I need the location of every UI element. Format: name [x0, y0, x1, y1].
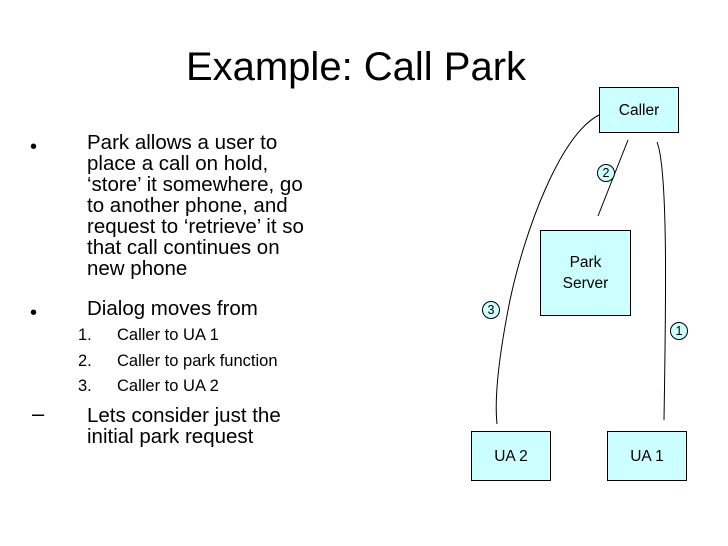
caller-node: Caller: [599, 87, 679, 133]
ua1-node: UA 1: [607, 431, 687, 481]
park-server-label-line2: Server: [562, 275, 609, 292]
step-1-label: 1: [675, 323, 683, 338]
connector-caller-to-ua2: [495, 114, 600, 425]
ua1-label: UA 1: [630, 447, 664, 465]
step-2-label: 2: [602, 165, 610, 180]
step-2-badge: 2: [597, 164, 615, 182]
caller-label: Caller: [618, 101, 660, 119]
slide-title: Example: Call Park: [0, 44, 720, 90]
step-3-label: 3: [487, 302, 495, 317]
park-server-label-line1: Park: [569, 254, 602, 271]
park-server-node: Park Server: [540, 230, 631, 316]
connector-caller-to-ua1: [656, 141, 667, 421]
ua2-node: UA 2: [471, 431, 551, 481]
slide-title-text: Example: Call Park: [185, 45, 527, 89]
step-3-badge: 3: [482, 301, 500, 319]
ua2-label: UA 2: [494, 447, 528, 465]
step-1-badge: 1: [670, 322, 688, 340]
